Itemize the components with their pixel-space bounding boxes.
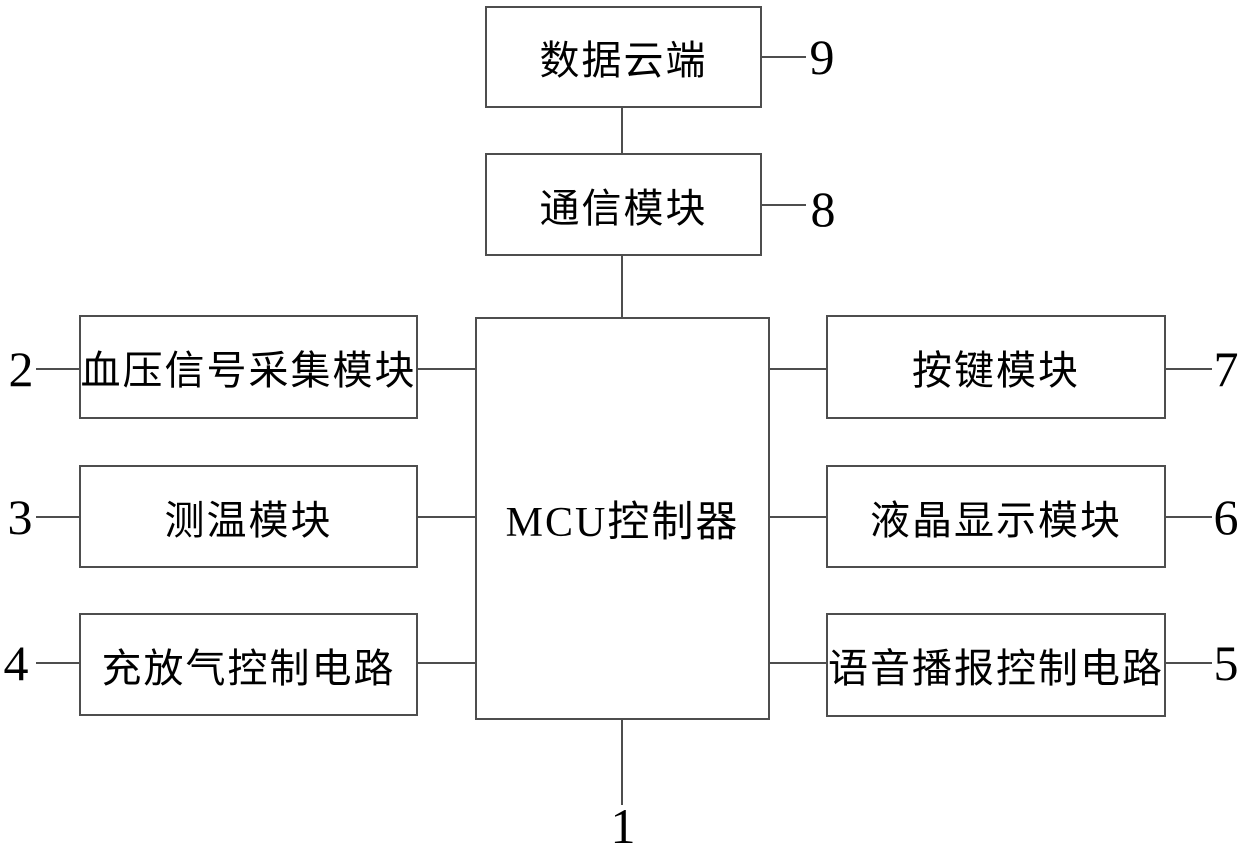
connector-mcu-voice (770, 662, 826, 664)
node-data-cloud: 数据云端 (485, 6, 762, 108)
ref-num-3: 3 (7, 489, 33, 545)
connector-comm-mcu (621, 256, 623, 317)
node-temp-module-label: 测温模块 (164, 497, 333, 543)
connector-mcu-key (770, 368, 826, 370)
connector-mcu-ref1 (621, 720, 623, 805)
node-voice-circuit-label: 语音播报控制电路 (828, 646, 1164, 691)
node-key-module-label: 按键模块 (912, 348, 1080, 393)
connector-temp-mcu (418, 516, 475, 518)
node-mcu-controller-label: MCU控制器 (505, 500, 740, 546)
node-inflation-circuit: 充放气控制电路 (79, 613, 418, 716)
connector-cloud-ref9 (762, 56, 806, 58)
node-comm-module: 通信模块 (485, 153, 762, 256)
connector-ref4-inflation (36, 662, 79, 664)
connector-ref3-temp (36, 516, 79, 518)
ref-num-4: 4 (3, 635, 29, 691)
ref-num-1: 1 (610, 798, 636, 848)
connector-lcd-ref6 (1166, 516, 1212, 518)
node-mcu-controller: MCU控制器 (475, 317, 770, 720)
connector-key-ref7 (1166, 368, 1212, 370)
connector-cloud-comm (621, 108, 623, 153)
ref-num-6: 6 (1213, 489, 1239, 545)
node-voice-circuit: 语音播报控制电路 (826, 613, 1166, 717)
connector-bp-mcu (418, 368, 475, 370)
connector-inflation-mcu (418, 662, 475, 664)
connector-voice-ref5 (1166, 662, 1212, 664)
node-data-cloud-label: 数据云端 (539, 38, 708, 83)
connector-mcu-lcd (770, 516, 826, 518)
ref-num-8: 8 (810, 181, 836, 237)
ref-num-9: 9 (809, 29, 835, 85)
node-comm-module-label: 通信模块 (539, 185, 708, 231)
node-key-module: 按键模块 (826, 315, 1166, 419)
node-inflation-circuit-label: 充放气控制电路 (101, 645, 396, 691)
ref-num-2: 2 (8, 341, 34, 397)
node-lcd-module: 液晶显示模块 (826, 465, 1166, 568)
node-temp-module: 测温模块 (79, 465, 418, 568)
ref-num-7: 7 (1213, 341, 1239, 397)
ref-num-5: 5 (1213, 635, 1239, 691)
node-lcd-module-label: 液晶显示模块 (870, 497, 1122, 543)
node-bp-signal-module: 血压信号采集模块 (79, 315, 418, 419)
connector-ref2-bp (36, 368, 79, 370)
node-bp-signal-module-label: 血压信号采集模块 (80, 348, 417, 393)
connector-comm-ref8 (762, 204, 806, 206)
